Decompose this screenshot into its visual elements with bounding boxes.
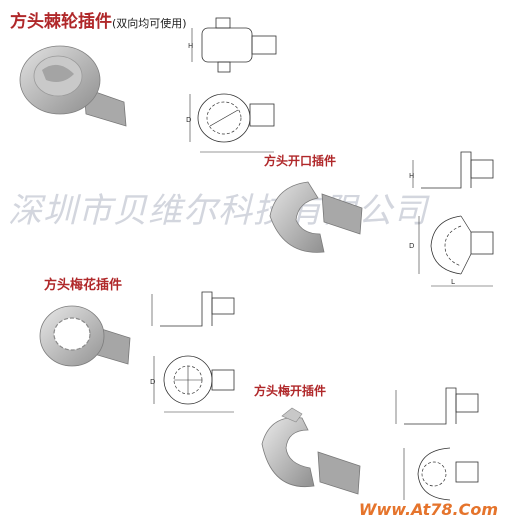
open-end-insert-photo — [269, 181, 363, 253]
ring-insert-photo — [39, 305, 131, 367]
open-end-insert-title: 方头开口插件 — [264, 154, 337, 168]
ratchet-dimension-h: H — [188, 42, 193, 50]
ratchet-insert-front-drawing: D — [186, 93, 275, 153]
ratchet-insert-title: 方头棘轮插件(双向均可使用) — [10, 7, 187, 32]
ratchet-insert-note: (双向均可使用) — [112, 17, 187, 30]
ring-insert-title: 方头梅花插件 — [44, 278, 123, 293]
open-end-insert-side-drawing: H — [409, 151, 494, 189]
open-end-dimension-l: L — [451, 278, 455, 286]
ratchet-insert-photo — [19, 45, 127, 127]
ratchet-dimension-d: D — [186, 116, 191, 124]
ratchet-insert-side-drawing: H — [188, 17, 277, 73]
site-url[interactable]: Www.At78.Com — [358, 500, 498, 519]
ratchet-insert-title-text: 方头棘轮插件 — [10, 12, 112, 32]
ring-insert-side-drawing — [151, 291, 235, 327]
ring-insert-front-drawing: D — [150, 355, 235, 413]
open-ring-insert-side-drawing — [395, 387, 479, 425]
open-end-dimension-d: D — [409, 242, 414, 250]
open-end-insert-front-drawing: D L — [409, 215, 494, 287]
ring-dimension-d: D — [150, 378, 155, 386]
open-ring-insert-photo — [261, 407, 361, 495]
open-ring-insert-title: 方头梅开插件 — [254, 384, 327, 398]
open-ring-insert-front-drawing — [403, 447, 479, 501]
open-end-dimension-h: H — [409, 172, 414, 180]
